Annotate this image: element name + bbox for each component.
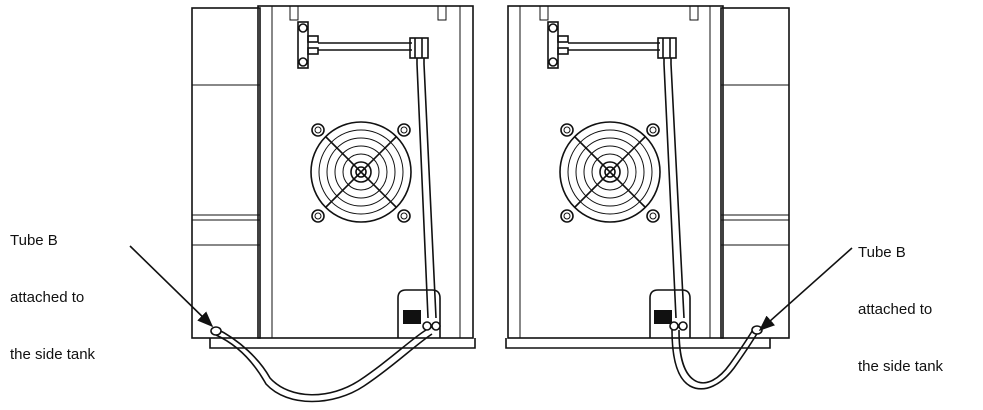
left-main-body [257, 5, 474, 339]
cooling-fan-icon [310, 121, 412, 223]
left-bottom-connector [397, 289, 441, 338]
left-unit [191, 5, 476, 403]
tube-b-label-right: Tube B attached to the side tank [858, 205, 943, 395]
right-main-body [507, 5, 724, 339]
right-top-fitting [547, 21, 677, 69]
right-tube-b [671, 329, 759, 390]
label-line: attached to [10, 289, 85, 306]
right-internal-tube [663, 58, 677, 319]
right-side-tank [720, 7, 790, 339]
left-internal-tube [416, 58, 429, 319]
left-top-fitting [297, 21, 429, 69]
cooling-fan-icon [559, 121, 661, 223]
label-line: Tube B [858, 244, 906, 261]
tube-b-label-left: Tube B attached to the side tank [10, 193, 95, 383]
pointer-arrow [758, 247, 853, 332]
label-line: Tube B [10, 232, 58, 249]
left-tube-b [214, 327, 427, 396]
label-line: attached to [858, 301, 933, 318]
right-unit [505, 5, 790, 390]
pointer-arrow [129, 245, 214, 328]
right-bottom-connector [649, 289, 691, 338]
label-line: the side tank [10, 346, 96, 363]
label-line: the side tank [858, 358, 944, 375]
left-side-tank [191, 7, 261, 339]
